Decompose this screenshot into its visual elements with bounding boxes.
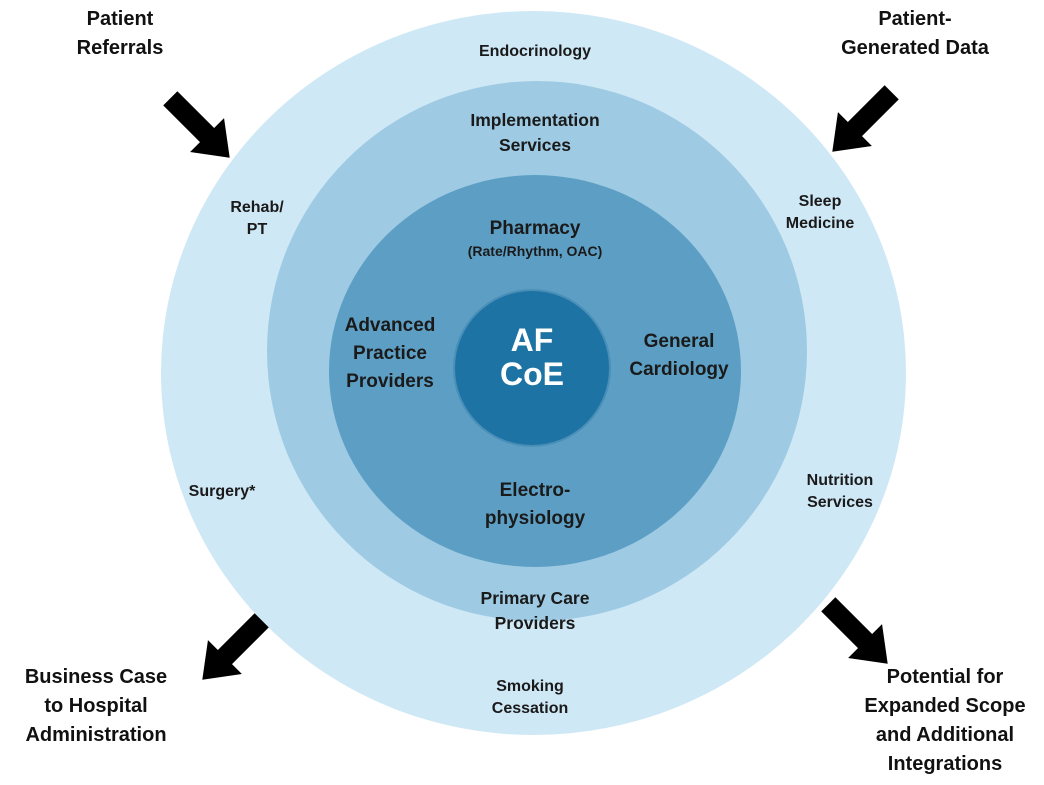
rehab-line2: PT: [246, 221, 268, 239]
patient-referrals-label: Patient Referrals: [55, 5, 185, 63]
patient-generated-line2: Generated Data: [841, 37, 989, 59]
smoking-line1: Smoking: [496, 678, 564, 695]
implementation-line1: Implementation: [470, 110, 600, 130]
core-label: AF CoE: [482, 322, 582, 392]
business-case-line1: Business Case: [24, 666, 168, 688]
business-case-line2: to Hospital: [44, 695, 148, 717]
arrow-in-top-right-icon: [832, 85, 899, 152]
general-cardiology-line1: General: [643, 331, 715, 352]
endocrinology-label: Endocrinology: [479, 43, 591, 60]
patient-generated-line1: Patient-: [878, 8, 952, 30]
nutrition-line2: Services: [807, 494, 873, 512]
core-circle: [455, 291, 609, 445]
electrophysiology-line2: physiology: [484, 508, 586, 530]
implementation-line2: Services: [498, 134, 571, 155]
nutrition-line1: Nutrition: [806, 472, 874, 489]
expanded-scope-line1: Potential for: [886, 666, 1004, 688]
pharmacy-label: Pharmacy (Rate/Rhythm, OAC): [425, 218, 645, 260]
expanded-scope-label: Potential for Expanded Scope and Additio…: [850, 663, 1040, 779]
primary-care-line1: Primary Care: [480, 588, 590, 608]
patient-referrals-line2: Referrals: [76, 37, 164, 59]
advanced-practice-line3: Providers: [346, 371, 434, 393]
business-case-line3: Administration: [25, 724, 167, 746]
advanced-practice-line2: Practice: [353, 343, 427, 365]
electrophysiology-line1: Electro-: [499, 480, 571, 501]
sleep-medicine-label: Sleep Medicine: [770, 191, 870, 236]
pharmacy-subtitle: (Rate/Rhythm, OAC): [467, 242, 603, 259]
business-case-label: Business Case to Hospital Administration: [12, 663, 180, 750]
smoking-cessation-label: Smoking Cessation: [475, 676, 585, 721]
expanded-scope-line4: Integrations: [887, 753, 1003, 775]
core-label-line2: CoE: [500, 355, 564, 392]
arrow-in-top-left-icon: [163, 91, 230, 158]
surgery-label: Surgery*: [188, 483, 256, 500]
smoking-line2: Cessation: [491, 700, 569, 718]
arrow-out-bottom-right-icon: [821, 597, 888, 664]
patient-generated-data-label: Patient- Generated Data: [825, 5, 1005, 63]
advanced-practice-line1: Advanced: [344, 315, 436, 336]
nutrition-services-label: Nutrition Services: [785, 470, 895, 515]
advanced-practice-label: Advanced Practice Providers: [325, 312, 455, 396]
electrophysiology-label: Electro- physiology: [470, 477, 600, 533]
implementation-services-label: Implementation Services: [440, 108, 630, 157]
primary-care-line2: Providers: [494, 612, 576, 633]
sleep-line2: Medicine: [785, 215, 855, 233]
core-label-line1: AF: [510, 322, 554, 358]
patient-referrals-line1: Patient: [86, 8, 154, 30]
general-cardiology-label: General Cardiology: [614, 328, 744, 384]
rehab-line1: Rehab/: [230, 199, 284, 216]
expanded-scope-line3: and Additional: [875, 724, 1015, 746]
general-cardiology-line2: Cardiology: [629, 359, 729, 381]
sleep-line1: Sleep: [798, 193, 842, 210]
pharmacy-title: Pharmacy: [489, 218, 581, 239]
primary-care-label: Primary Care Providers: [455, 586, 615, 635]
rehab-label: Rehab/ PT: [217, 197, 297, 242]
arrow-out-bottom-left-icon: [202, 613, 269, 680]
expanded-scope-line2: Expanded Scope: [864, 695, 1026, 717]
